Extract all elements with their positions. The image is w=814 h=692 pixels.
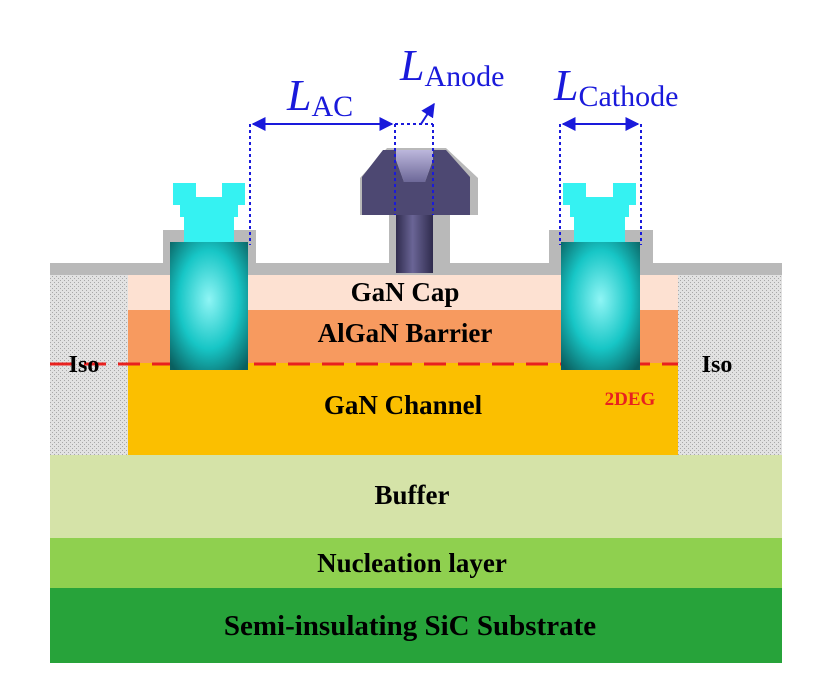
iso-label-left: Iso: [69, 352, 100, 378]
iso-label-right: Iso: [702, 352, 733, 378]
gan-cap-label: GaN Cap: [351, 277, 460, 307]
lcathode-label: LCathode: [553, 61, 678, 113]
anode-top-highlight: [396, 150, 433, 182]
substrate-label: Semi-insulating SiC Substrate: [224, 610, 596, 642]
gan-channel-layer: [128, 363, 678, 455]
substrate-layer: [50, 588, 782, 663]
anode-stem: [396, 215, 433, 273]
cathode-ohmic-contact: [561, 242, 640, 370]
source-ohmic-contact: [170, 242, 248, 370]
buffer-layer: [50, 455, 782, 538]
nucleation-label: Nucleation layer: [317, 548, 507, 578]
gan-channel-label: GaN Channel: [324, 390, 483, 420]
anode-head: [362, 150, 470, 215]
buffer-label: Buffer: [375, 480, 450, 510]
lanode-arrow: [420, 102, 435, 125]
dimension-guides: [249, 123, 642, 245]
lanode-label: LAnode: [399, 41, 504, 93]
algan-barrier-label: AlGaN Barrier: [318, 318, 493, 348]
isolation-region-right: [678, 272, 782, 455]
nucleation-layer: [50, 538, 782, 588]
cathode-contact-cap: [563, 183, 636, 242]
twodeg-label: 2DEG: [605, 389, 656, 410]
lac-label: LAC: [286, 71, 353, 123]
source-contact-cap: [173, 183, 245, 242]
